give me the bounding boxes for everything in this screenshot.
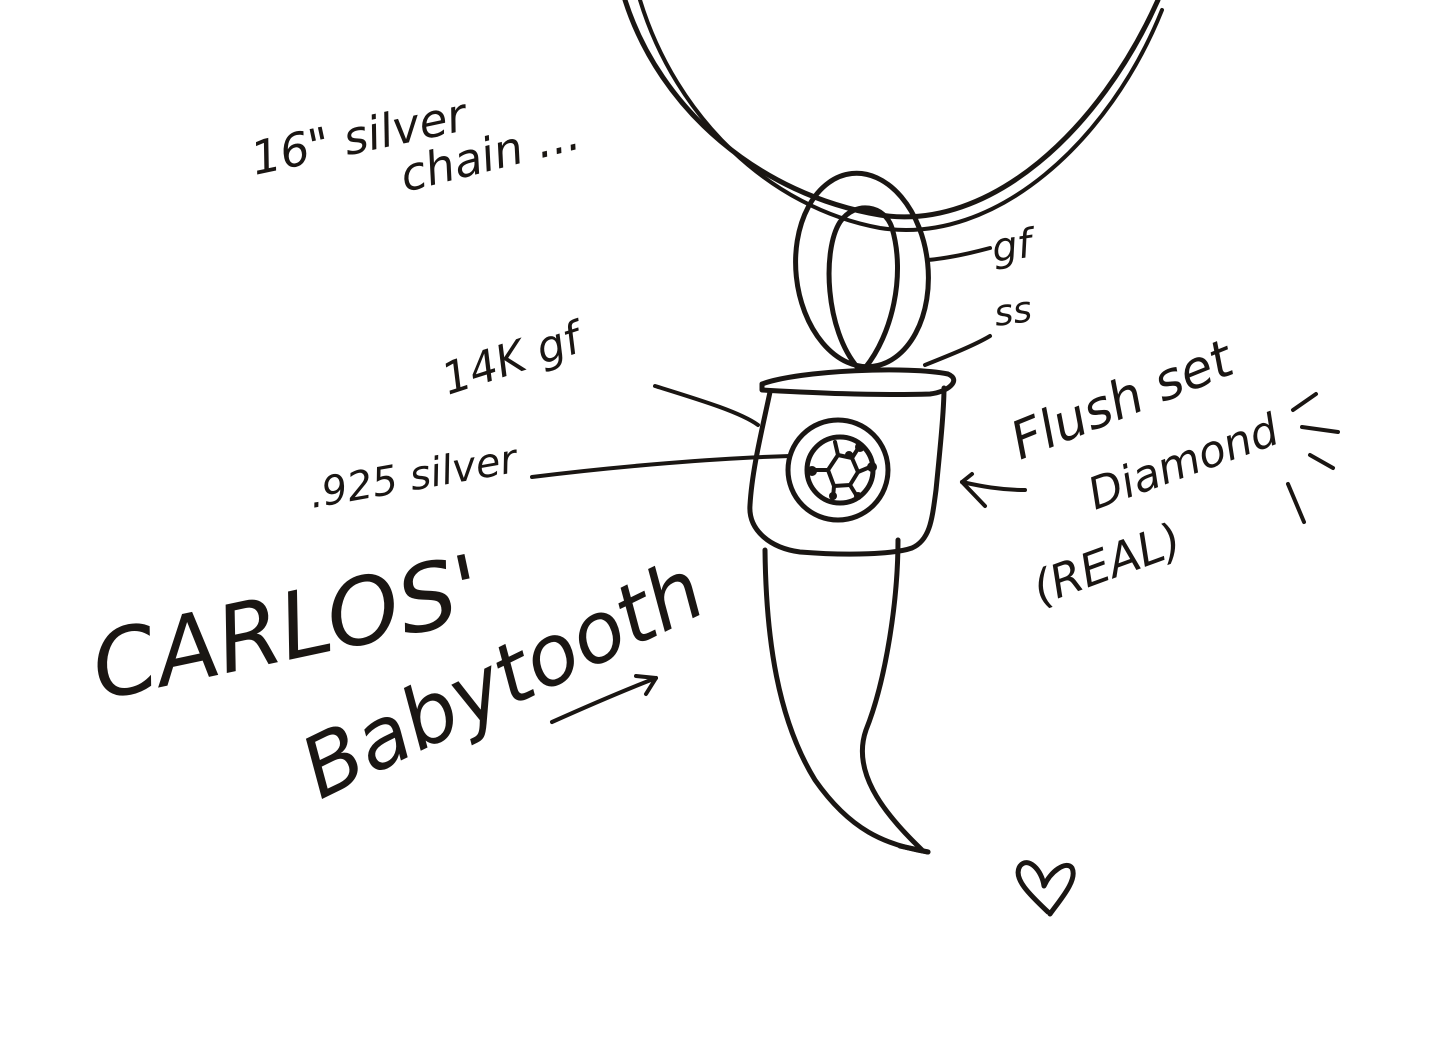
svg-text:(REAL): (REAL) [1025, 512, 1188, 615]
label-bail-gf: gf [989, 220, 1040, 272]
diamond-label-line3: (REAL) [1025, 512, 1188, 615]
label-cap-14k-gf: 14K gf [436, 311, 593, 405]
leader-lines [530, 246, 992, 479]
tooth-drawing [762, 537, 931, 855]
cap-drawing [747, 367, 957, 557]
label-chain: 16" silver chain ... [246, 87, 585, 203]
arrow-to-diamond-icon [960, 472, 1027, 508]
label-setting-925-silver: .925 silver [306, 436, 523, 518]
label-diamond: Flush set Diamond (REAL) [1002, 328, 1286, 615]
arrow-right-icon [550, 674, 658, 724]
label-bail-ss: ss [992, 289, 1035, 335]
diamond-setting-drawing [785, 417, 891, 523]
sketch-title: CARLOS' Babytooth [82, 535, 719, 818]
bail-drawing [793, 170, 931, 371]
heart-icon [1015, 860, 1076, 917]
chain-drawing [622, 0, 1164, 232]
sparkle-icon [1286, 392, 1340, 524]
